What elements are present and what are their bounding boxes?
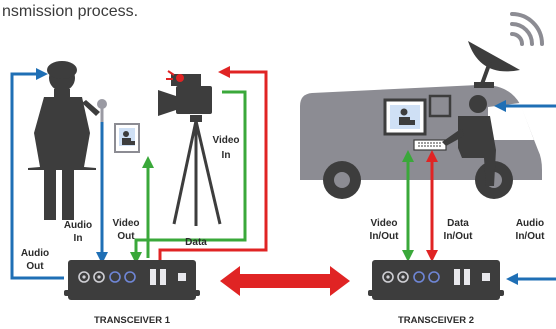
label-audio-out: Audio Out: [21, 248, 49, 272]
label-video-out-line1: Video: [112, 218, 139, 229]
wireless-link-arrow: [220, 266, 350, 296]
field-monitor-icon: [114, 123, 140, 153]
label-audio-in-out: Audio In/Out: [516, 218, 546, 242]
transceiver-1: [64, 260, 200, 300]
recording-light-icon: [166, 70, 184, 82]
label-data-in-out-line2: In/Out: [444, 231, 474, 242]
label-data-in-out: Data In/Out: [444, 218, 474, 242]
label-audio-in: Audio In: [64, 220, 92, 244]
label-video-in-out-line2: In/Out: [370, 231, 400, 242]
reporter-icon: [28, 61, 100, 220]
operator-icon: [442, 95, 496, 186]
keyboard-icon: [413, 139, 447, 151]
microphone-icon: [97, 99, 107, 122]
video-in-arrow: [130, 90, 247, 264]
label-video-out-line2: Out: [117, 231, 135, 242]
label-audio-in-line1: Audio: [64, 220, 92, 231]
van-monitor-icon: [383, 94, 452, 136]
caption-text: nsmission process.: [2, 3, 138, 20]
transceiver-1-label: TRANSCEIVER 1: [94, 315, 171, 326]
label-video-in-out-line1: Video: [370, 218, 397, 229]
label-video-in-line1: Video: [212, 135, 239, 146]
label-video-out: Video Out: [112, 218, 139, 242]
label-audio-out-line1: Audio: [21, 248, 49, 259]
audio-out-arrow: [10, 68, 64, 280]
transceiver-2: [368, 260, 504, 300]
label-data-in-out-line1: Data: [447, 218, 469, 229]
label-audio-in-out-line1: Audio: [516, 218, 544, 229]
label-data: Data: [185, 237, 207, 248]
transceiver-2-label: TRANSCEIVER 2: [398, 315, 474, 326]
data-arrow: [158, 66, 268, 260]
label-video-in-line2: In: [222, 150, 231, 161]
satellite-dish-icon: [468, 41, 520, 88]
label-audio-in-line2: In: [74, 233, 83, 244]
wireless-signal-icon: [510, 12, 544, 46]
label-audio-out-line2: Out: [26, 261, 44, 272]
video-camera-icon: [158, 74, 222, 226]
label-video-in-out: Video In/Out: [370, 218, 400, 242]
label-video-in: Video In: [212, 135, 239, 161]
label-audio-in-out-line2: In/Out: [516, 231, 546, 242]
